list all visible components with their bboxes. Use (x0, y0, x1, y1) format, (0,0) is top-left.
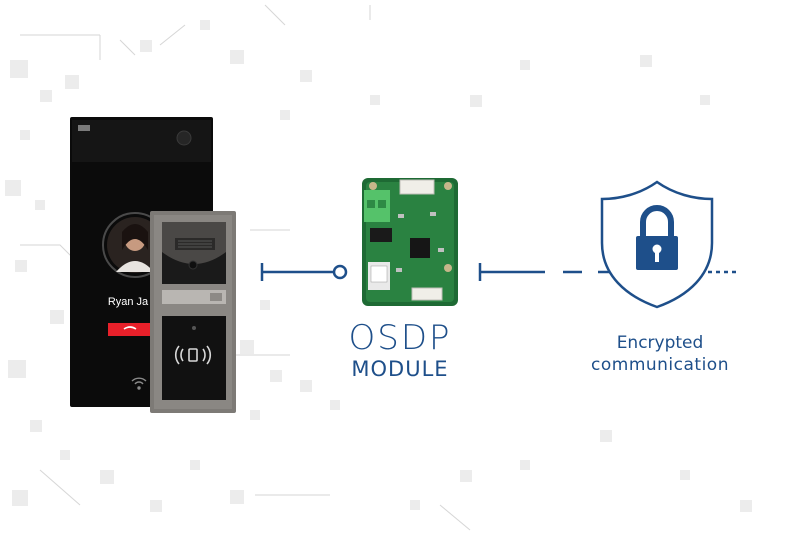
hangup-button (108, 323, 154, 336)
background-circuit-lines (20, 4, 471, 531)
osdp-subtitle: MODULE (351, 357, 449, 381)
osdp-title: OSDP (348, 318, 452, 358)
brand-logo-icon (78, 125, 90, 131)
background-mosaic (5, 20, 752, 512)
camera-lens-icon (176, 130, 192, 146)
wifi-icon (131, 377, 147, 390)
osdp-module-board (362, 178, 458, 306)
padlock-shield-icon (600, 180, 714, 309)
caller-name: Ryan Ja (107, 296, 149, 308)
menu-icon (210, 293, 222, 301)
connector-left (260, 263, 348, 281)
intercom-small (150, 211, 236, 413)
encrypted-label-line1: Encrypted (616, 333, 704, 353)
contactless-icon (174, 345, 212, 365)
encrypted-label-line2: communication (591, 355, 729, 375)
